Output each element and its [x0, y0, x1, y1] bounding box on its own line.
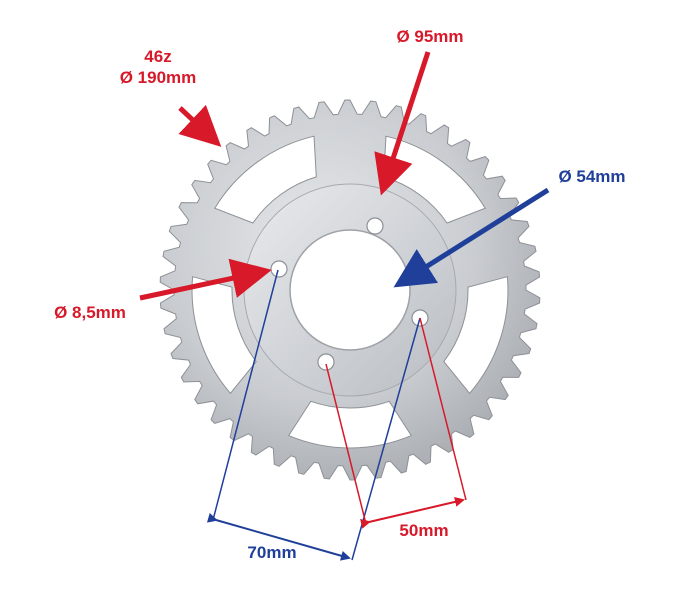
bolt-hole [270, 260, 288, 278]
hole-spacing-50-label: 50mm [399, 521, 448, 540]
bolt-hole-arrow [139, 258, 272, 301]
bolt-hole-label: Ø 8,5mm [54, 303, 126, 322]
annotations [139, 51, 550, 561]
dim-70-line [206, 512, 351, 561]
outer-diameter-label: Ø 190mm [120, 68, 197, 87]
hole-spacing-70-label: 70mm [247, 543, 296, 562]
labels: 46z Ø 190mm Ø 95mm Ø 54mm Ø 8,5mm 70mm 5… [54, 27, 625, 562]
dim-50-ext-left [325, 363, 367, 525]
dim-70-ext-left [212, 269, 279, 521]
sprocket [159, 99, 541, 481]
center-bore-arrow [393, 187, 550, 288]
dim-50-line [360, 496, 465, 529]
teeth-count-label: 46z [144, 47, 171, 66]
center-bore-label: Ø 54mm [558, 167, 625, 186]
center-bore [289, 229, 411, 351]
bolt-hole [317, 353, 335, 371]
bolt-circle-arrow [374, 51, 431, 196]
bolt-hole [366, 217, 384, 235]
bolt-circle-label: Ø 95mm [396, 27, 463, 46]
outer-diameter-arrow [178, 104, 222, 147]
dim-50-ext-right [419, 317, 467, 501]
